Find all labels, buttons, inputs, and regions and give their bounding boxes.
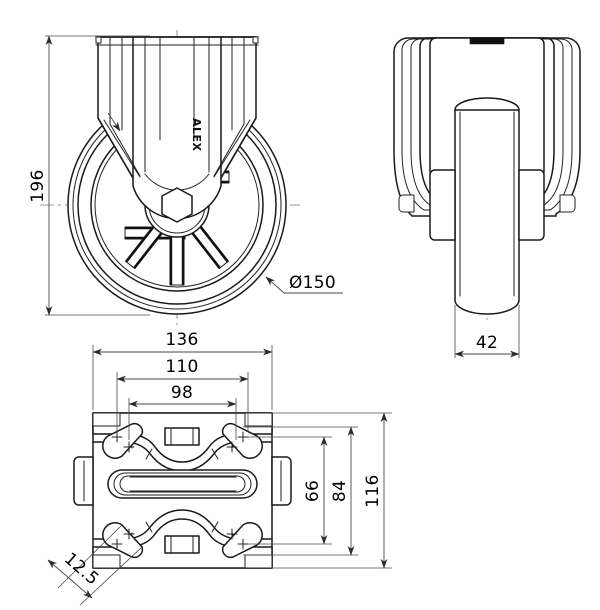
saddle-lower-seg-3 [211,521,219,533]
plate-side-tab-right [271,456,292,506]
plate-corner-block-bl [92,554,121,569]
slot-inner-1 [113,472,252,496]
bolt-cross-top-left-a [111,431,123,443]
dim-label-plate-depth: 116 [363,474,383,507]
plate-corner-block-tr [244,412,273,427]
wheel-edge-top-arc [454,97,520,111]
slot-outer [107,469,258,499]
bolt-cross-bottom-left-b [111,538,123,550]
bolt-hole-bottom-left [102,522,144,559]
saddle-upper-seg-2 [145,448,153,460]
dim-label-overall-height: 196 [28,169,48,202]
dim-label-bolt-spacing-inner: 98 [171,383,193,403]
dimension-bolt-depth-inner: 66 [248,436,332,545]
bolt-cross-top-right-b [226,441,238,453]
fork-fold-right-1 [213,36,245,177]
bolt-hole-top-right [221,422,263,459]
plate-corner-block-tl [92,412,121,427]
fork-fold-left-1 [109,36,141,177]
dimension-bolt-spacing-inner: 98 [128,383,237,440]
side-bracket-top-notch [469,37,505,45]
dim-label-wheel-diameter: Ø150 [289,273,336,293]
fork-chamfer-right-2 [213,119,251,178]
dimension-bolt-depth-outer: 84 [243,426,358,556]
side-bracket-shell-4 [419,37,555,201]
hub-flange-left [429,169,456,241]
saddle-lower-seg-2 [145,521,153,533]
bolt-cross-bottom-left-a [123,528,135,540]
brand-mark-text: ALEX [190,118,203,152]
front-view: ALEX 196 Ø150 [28,30,343,325]
dimension-wheel-diameter: Ø150 [265,273,343,294]
fork-chamfer-left-2 [103,119,141,178]
dimension-plate-depth: 116 [272,412,392,569]
bolt-hole-top-left [102,422,144,459]
side-bracket-shell-3 [410,38,564,206]
fork-chamfer-right [220,117,257,179]
dim-label-plate-width: 136 [165,330,198,350]
side-bracket-foot-left [398,194,415,213]
slot-inner-2 [119,475,246,493]
plate-side-tab-left [73,456,94,506]
fork-saddle-lower-inner [92,509,273,540]
dim-label-bolt-depth-inner: 66 [303,480,323,502]
plan-view: 136 110 98 66 84 [47,330,392,606]
dimension-plate-width: 136 [92,330,273,410]
top-plate-lug-left [95,36,102,44]
dim-label-bolt-spacing-outer: 110 [165,357,198,377]
plate-corner-block-br [244,554,273,569]
saddle-upper-seg-3 [211,448,219,460]
tread-leader-upper [107,112,121,132]
axle-hex-nut [161,187,193,223]
dimension-overall-height: 196 [28,35,150,316]
wheel-edge-body [454,109,520,315]
side-bracket-foot-right [559,194,576,213]
fork-chamfer-left [97,117,134,179]
top-plate-lug-right [252,36,259,44]
bolt-cross-bottom-right-a [226,528,238,540]
central-slot [107,469,258,499]
plan-axle-nut-top [164,427,200,446]
dimension-bolt-spacing-outer: 110 [116,357,249,432]
side-view: 42 [393,37,581,358]
dim-label-bolt-depth-outer: 84 [330,480,350,502]
hub-flange-right [518,169,545,241]
bolt-cross-top-left-b [123,441,135,453]
dimension-wheel-width: 42 [454,305,520,358]
side-bracket-shell-2 [401,38,573,211]
bolt-hole-bottom-right [221,522,263,559]
bolt-cross-bottom-right-b [237,538,249,550]
dim-label-wheel-width: 42 [476,333,498,353]
bolt-cross-top-right-a [237,431,249,443]
plan-axle-nut-bottom [164,535,200,554]
